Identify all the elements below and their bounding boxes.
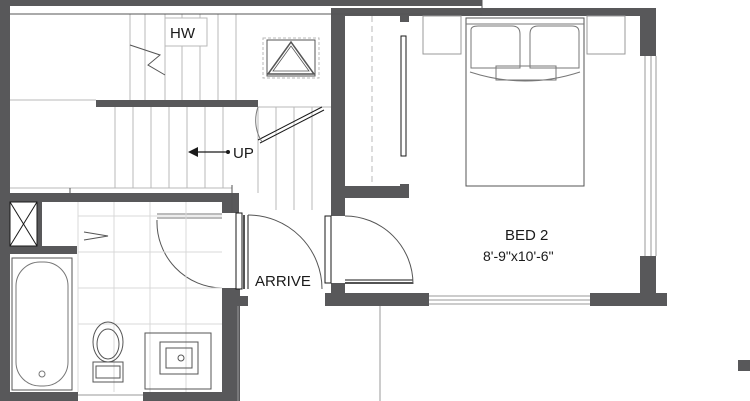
shower bbox=[9, 201, 38, 247]
water-heater-box bbox=[164, 17, 208, 47]
bedroom-bottom-window bbox=[429, 295, 590, 305]
sink-vanity bbox=[144, 332, 212, 390]
wall-bedroom-right-upper bbox=[640, 8, 656, 56]
wall-bedroom-bottom-left bbox=[325, 293, 429, 306]
water-heater: HW bbox=[164, 17, 208, 47]
wall-bedroom-left-lower bbox=[331, 198, 345, 216]
legend-marker bbox=[738, 360, 750, 371]
wall-center-return bbox=[331, 186, 409, 198]
wall-bottom-mid bbox=[143, 392, 238, 401]
wall-hall-left bbox=[232, 193, 239, 213]
wall-bedroom-right-notch bbox=[656, 293, 667, 306]
bathroom bbox=[9, 201, 222, 396]
nightstand-left bbox=[422, 15, 462, 55]
wall-center-vertical bbox=[331, 8, 345, 198]
arrive-label: ARRIVE bbox=[255, 273, 311, 290]
water-heater-label: HW bbox=[170, 25, 196, 42]
wall-bedroom-top bbox=[331, 8, 656, 16]
wall-bottom-left bbox=[0, 392, 78, 401]
wall-shower-partition-v bbox=[37, 193, 42, 251]
doors bbox=[156, 106, 414, 290]
attic-hatch bbox=[262, 37, 320, 79]
wall-top-left bbox=[0, 0, 482, 6]
wall-center-stub bbox=[400, 184, 409, 198]
wall-top-stub bbox=[400, 12, 409, 22]
up-label: UP bbox=[233, 145, 254, 162]
bedroom-window bbox=[644, 56, 657, 256]
wall-bath-top-jamb bbox=[222, 193, 232, 213]
up-arrow: UP bbox=[188, 145, 254, 162]
bed bbox=[465, 17, 585, 187]
nightstand-right bbox=[586, 15, 626, 55]
wall-bedroom-left-jamb bbox=[331, 283, 345, 306]
exterior-lines bbox=[237, 306, 381, 401]
bath-tile-grid bbox=[77, 202, 222, 392]
wall-bath-top bbox=[0, 193, 232, 202]
bedroom-name-label: BED 2 bbox=[505, 227, 548, 244]
wall-bath-right-notch bbox=[240, 296, 248, 306]
stair bbox=[10, 0, 483, 213]
bedroom: BED 2 8'-9"x10'-6" bbox=[371, 15, 657, 305]
grab-bar-icon bbox=[83, 231, 109, 241]
wall-stair-landing bbox=[96, 100, 258, 107]
wall-bedroom-bottom-right bbox=[590, 293, 656, 306]
wall-bath-lower-right bbox=[222, 288, 240, 401]
toilet bbox=[92, 321, 124, 383]
bedroom-dimension-label: 8'-9"x10'-6" bbox=[483, 248, 554, 264]
wall-shower-partition-h bbox=[0, 246, 77, 254]
up-arrow-head bbox=[188, 147, 198, 157]
bathtub bbox=[11, 257, 73, 391]
